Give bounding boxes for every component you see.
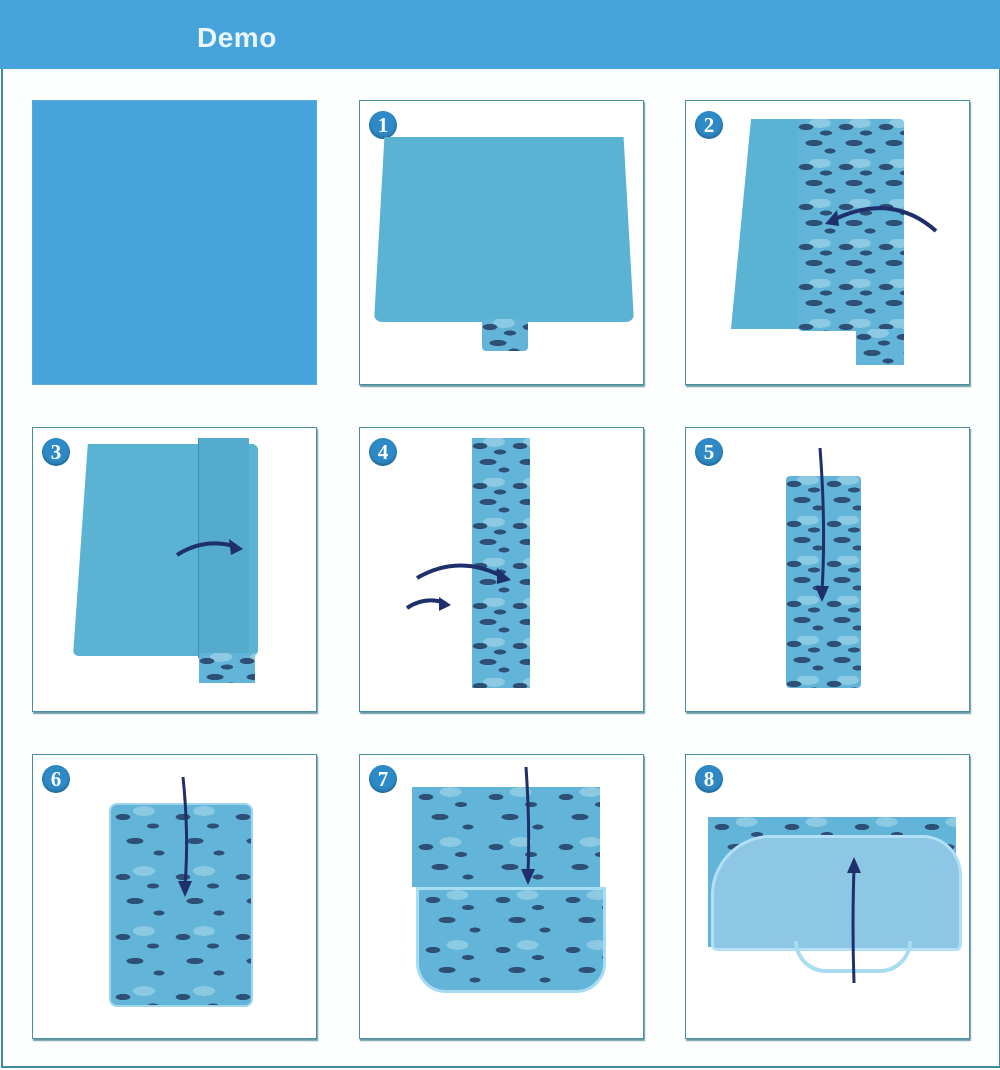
step-number-badge: 5 xyxy=(695,438,723,466)
folded-mat xyxy=(109,803,253,1007)
step-number-badge: 2 xyxy=(695,111,723,139)
step-number-badge: 4 xyxy=(369,438,397,466)
folded-bottom xyxy=(416,887,606,993)
page-title: Demo xyxy=(197,22,277,53)
folded-strip xyxy=(472,438,530,688)
fold-arrow-left-icon xyxy=(821,196,941,236)
step-panel-6: 6 xyxy=(32,754,317,1039)
fold-arrow-down-icon xyxy=(518,765,538,890)
fold-arrow-down-icon xyxy=(175,775,195,900)
step-panel-3: 3 xyxy=(32,427,317,712)
fold-arrow-right-icon xyxy=(175,535,247,559)
mat-image xyxy=(374,137,634,322)
mesh-flap xyxy=(711,835,962,951)
step-number-badge: 1 xyxy=(369,111,397,139)
fold-arrow-up-icon xyxy=(844,855,864,990)
camo-fold xyxy=(798,119,904,331)
step-panel-2: 2 xyxy=(685,100,970,385)
handle-flap xyxy=(482,319,528,351)
step-panel-1: 1 xyxy=(359,100,644,385)
step-panel-7: 7 xyxy=(359,754,644,1039)
handle-flap xyxy=(199,653,255,683)
fold-arrow-down-icon xyxy=(812,446,832,606)
handle-flap xyxy=(856,329,904,365)
step-panel-8: 8 xyxy=(685,754,970,1039)
step-number-badge: 3 xyxy=(42,438,70,466)
step-panel-4: 4 xyxy=(359,427,644,712)
fold-arrow-right-icon xyxy=(415,558,515,588)
header-banner: Demo xyxy=(0,0,1000,69)
step-number-badge: 6 xyxy=(42,765,70,793)
step-number-badge: 7 xyxy=(369,765,397,793)
fold-arrow-right-small-icon xyxy=(405,593,455,613)
color-swatch-panel xyxy=(32,100,317,385)
step-number-badge: 8 xyxy=(695,765,723,793)
step-panel-5: 5 xyxy=(685,427,970,712)
folded-top xyxy=(412,787,600,887)
